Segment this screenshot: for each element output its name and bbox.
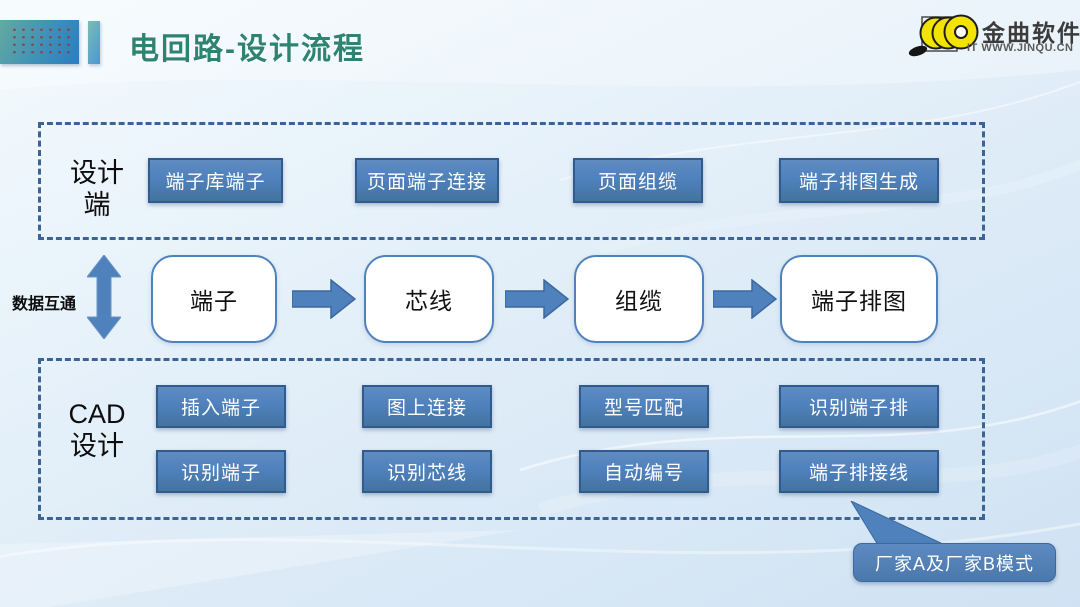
design-button-page-cabling: 页面组缆 [573, 158, 703, 203]
title-decoration-bar [88, 21, 100, 64]
flow-arrow-icon [713, 279, 777, 319]
vendor-mode-callout: 厂家A及厂家B模式 [853, 543, 1056, 582]
title-decoration-rect [0, 20, 79, 64]
cad-button-recognize-terminal-strip: 识别端子排 [779, 385, 939, 428]
cad-button-terminal-strip-wiring: 端子排接线 [779, 450, 939, 493]
page-title: 电回路-设计流程 [129, 33, 365, 66]
cad-button-recognize-terminal: 识别端子 [156, 450, 286, 493]
jinqu-coil-logo-icon [908, 14, 979, 57]
flow-arrow-icon [292, 279, 356, 319]
design-side-label: 设计 端 [58, 157, 136, 222]
design-side-label-line2: 端 [83, 190, 111, 221]
cad-design-group-box [38, 358, 985, 520]
cad-button-auto-number: 自动编号 [579, 450, 709, 493]
logo-website-text: IT WWW.JINQU.CN [967, 42, 1074, 54]
cad-button-insert-terminal: 插入端子 [156, 385, 286, 428]
flow-node-core-wire: 芯线 [364, 255, 494, 343]
cad-button-on-drawing-connect: 图上连接 [362, 385, 492, 428]
logo-company-name: 金曲软件 [982, 20, 1080, 46]
design-button-terminal-library: 端子库端子 [148, 158, 283, 203]
double-arrow-icon [87, 255, 121, 339]
dot-grid-pattern [10, 26, 72, 58]
cad-design-label-line2: 设计 [70, 431, 124, 462]
flow-node-terminal: 端子 [151, 255, 277, 343]
cad-design-label-line1: CAD [68, 399, 126, 429]
data-link-label: 数据互通 [12, 296, 77, 313]
cad-button-model-match: 型号匹配 [579, 385, 709, 428]
design-button-page-terminal-connect: 页面端子连接 [355, 158, 499, 203]
callout-pointer-icon [850, 501, 946, 546]
flow-node-cable-group: 组缆 [574, 255, 704, 343]
cad-design-label: CAD 设计 [56, 398, 138, 463]
design-button-terminal-strip-generate: 端子排图生成 [779, 158, 939, 203]
jinqu-logo: 金曲软件 IT WWW.JINQU.CN [905, 6, 1080, 60]
design-side-label-line1: 设计 [70, 158, 124, 188]
flow-node-terminal-strip: 端子排图 [780, 255, 938, 343]
cad-button-recognize-core-wire: 识别芯线 [362, 450, 492, 493]
design-side-group-box [38, 122, 985, 240]
flow-arrow-icon [505, 279, 569, 319]
